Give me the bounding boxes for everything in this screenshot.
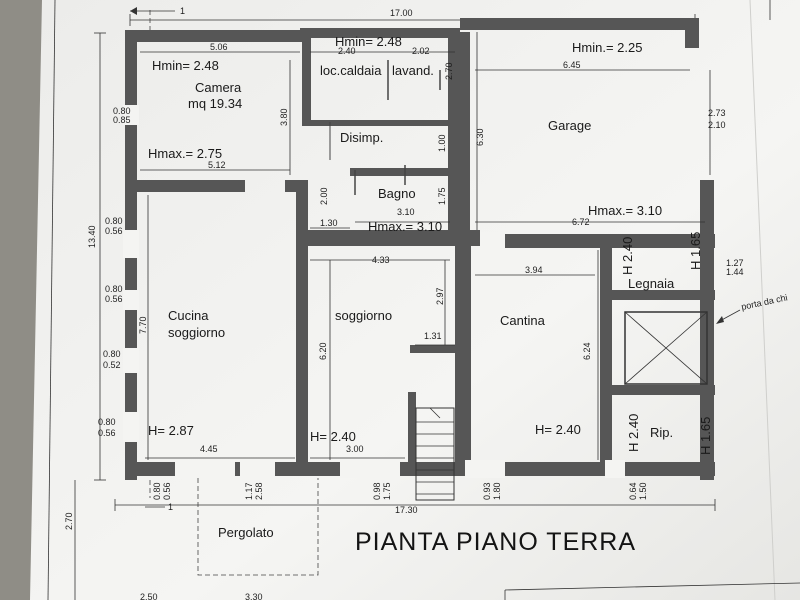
outer-dimension-lines <box>47 0 771 600</box>
dim-window-a2: 0.85 <box>113 115 131 125</box>
room-cucina-line1: Cucina <box>168 308 209 323</box>
height-legnaia-2: H 1.65 <box>688 232 703 270</box>
height-caldaia-min: Hmin= 2.48 <box>335 34 402 49</box>
dim-legnaia-r1: 1.27 <box>726 258 744 268</box>
dim-caldaia-h: 2.70 <box>444 62 454 80</box>
dim-bottom-left: 2.70 <box>64 512 74 530</box>
dim-legnaia-r2: 1.44 <box>726 267 744 277</box>
dim-bottom-4b: 1.80 <box>492 482 502 500</box>
dim-bottom-2a: 1.17 <box>244 482 254 500</box>
room-bagno: Bagno <box>378 186 416 201</box>
dim-bagno-left-h: 2.00 <box>319 187 329 205</box>
dim-bottom-1a: 0.80 <box>152 482 162 500</box>
room-cucina-line2: soggiorno <box>168 325 225 340</box>
dim-garage-r1: 2.73 <box>708 108 726 118</box>
dim-bottom-5a: 0.64 <box>628 482 638 500</box>
dim-foot-1: 2.50 <box>140 592 158 600</box>
room-caldaia: loc.caldaia <box>320 63 382 78</box>
height-cucina: H= 2.87 <box>148 423 194 438</box>
bottom-frame-lines <box>504 582 800 600</box>
dim-soggiorno-top: 4.33 <box>372 255 390 265</box>
dim-lavand-w: 2.02 <box>412 46 430 56</box>
dim-total-top: 17.00 <box>390 8 413 18</box>
dim-bottom-5b: 1.50 <box>638 482 648 500</box>
staircase <box>415 407 455 501</box>
porta-pointer <box>716 309 741 324</box>
dim-window-c2: 0.56 <box>105 294 123 304</box>
dim-foot-2: 3.30 <box>245 592 263 600</box>
dim-window-e2: 0.56 <box>98 428 116 438</box>
plan-title: PIANTA PIANO TERRA <box>355 528 636 556</box>
dim-corr-w: 1.30 <box>320 218 338 228</box>
shaft-crossed-box <box>624 311 708 385</box>
dim-window-e1: 0.80 <box>98 417 116 427</box>
dim-step-w: 1.31 <box>424 331 442 341</box>
paper-fold-line <box>749 0 776 600</box>
dim-camera-h: 3.80 <box>279 108 289 126</box>
dim-total-bottom: 17.30 <box>395 505 418 515</box>
dim-sogg-bottom: 3.00 <box>346 444 364 454</box>
dim-garage-h: 6.30 <box>475 128 485 146</box>
pergolato-outline <box>197 478 319 576</box>
dim-camera-bottom: 5.12 <box>208 160 226 170</box>
dim-bottom-3a: 0.98 <box>372 482 382 500</box>
dim-window-b1: 0.80 <box>105 216 123 226</box>
height-garage-max: Hmax.= 3.10 <box>588 203 662 218</box>
height-cantina: H= 2.40 <box>535 422 581 437</box>
dim-cucina-h: 7.70 <box>138 316 148 334</box>
section-markers <box>130 7 175 508</box>
dim-bottom-4a: 0.93 <box>482 482 492 500</box>
room-pergolato: Pergolato <box>218 525 274 540</box>
window-openings <box>123 105 625 478</box>
dim-bottom-2b: 2.58 <box>254 482 264 500</box>
dim-bottom-3b: 1.75 <box>382 482 392 500</box>
height-rip-2: H 1.65 <box>698 417 713 455</box>
section-mark-top: 1 <box>180 6 185 16</box>
dim-bottom-1b: 0.56 <box>162 482 172 500</box>
dim-cucina-bottom: 4.45 <box>200 444 218 454</box>
height-camera-min: Hmin= 2.48 <box>152 58 219 73</box>
height-legnaia-1: H 2.40 <box>620 237 635 275</box>
dim-sogg-inner: 2.97 <box>435 287 445 305</box>
section-mark-bottom: 1 <box>168 502 173 512</box>
dim-garage-top: 6.45 <box>563 60 581 70</box>
dim-caldaia-w: 2.40 <box>338 46 356 56</box>
room-rip: Rip. <box>650 425 673 440</box>
room-camera: Camera <box>195 80 242 95</box>
room-disimp: Disimp. <box>340 130 383 145</box>
height-garage-min: Hmin.= 2.25 <box>572 40 642 55</box>
dim-cantina-h: 6.24 <box>582 342 592 360</box>
dim-cantina-top: 3.94 <box>525 265 543 275</box>
height-camera-max: Hmax.= 2.75 <box>148 146 222 161</box>
dim-garage-bottom: 6.72 <box>572 217 590 227</box>
room-camera-area: mq 19.34 <box>188 96 242 111</box>
room-lavand: lavand. <box>392 63 434 78</box>
dim-soggiorno-h: 6.20 <box>318 342 328 360</box>
height-soggiorno: H= 2.40 <box>310 429 356 444</box>
inner-dimension-lines <box>140 32 711 460</box>
room-soggiorno: soggiorno <box>335 308 392 323</box>
height-bagno-max: Hmax.= 3.10 <box>368 219 442 234</box>
dim-window-b2: 0.56 <box>105 226 123 236</box>
dim-garage-r2: 2.10 <box>708 120 726 130</box>
room-garage: Garage <box>548 118 591 133</box>
dim-camera-top: 5.06 <box>210 42 228 52</box>
dim-window-c1: 0.80 <box>105 284 123 294</box>
door-marks <box>329 60 441 195</box>
dim-bagno-right-h: 1.75 <box>437 187 447 205</box>
dim-total-left: 13.40 <box>87 225 97 248</box>
room-cantina: Cantina <box>500 313 546 328</box>
dim-bagno-w: 3.10 <box>397 207 415 217</box>
dim-window-a1: 0.80 <box>113 106 131 116</box>
dim-window-d2: 0.52 <box>103 360 121 370</box>
height-rip-1: H 2.40 <box>626 414 641 452</box>
room-legnaia: Legnaia <box>628 276 675 291</box>
dim-disimp-h: 1.00 <box>437 134 447 152</box>
dim-window-d1: 0.80 <box>103 349 121 359</box>
